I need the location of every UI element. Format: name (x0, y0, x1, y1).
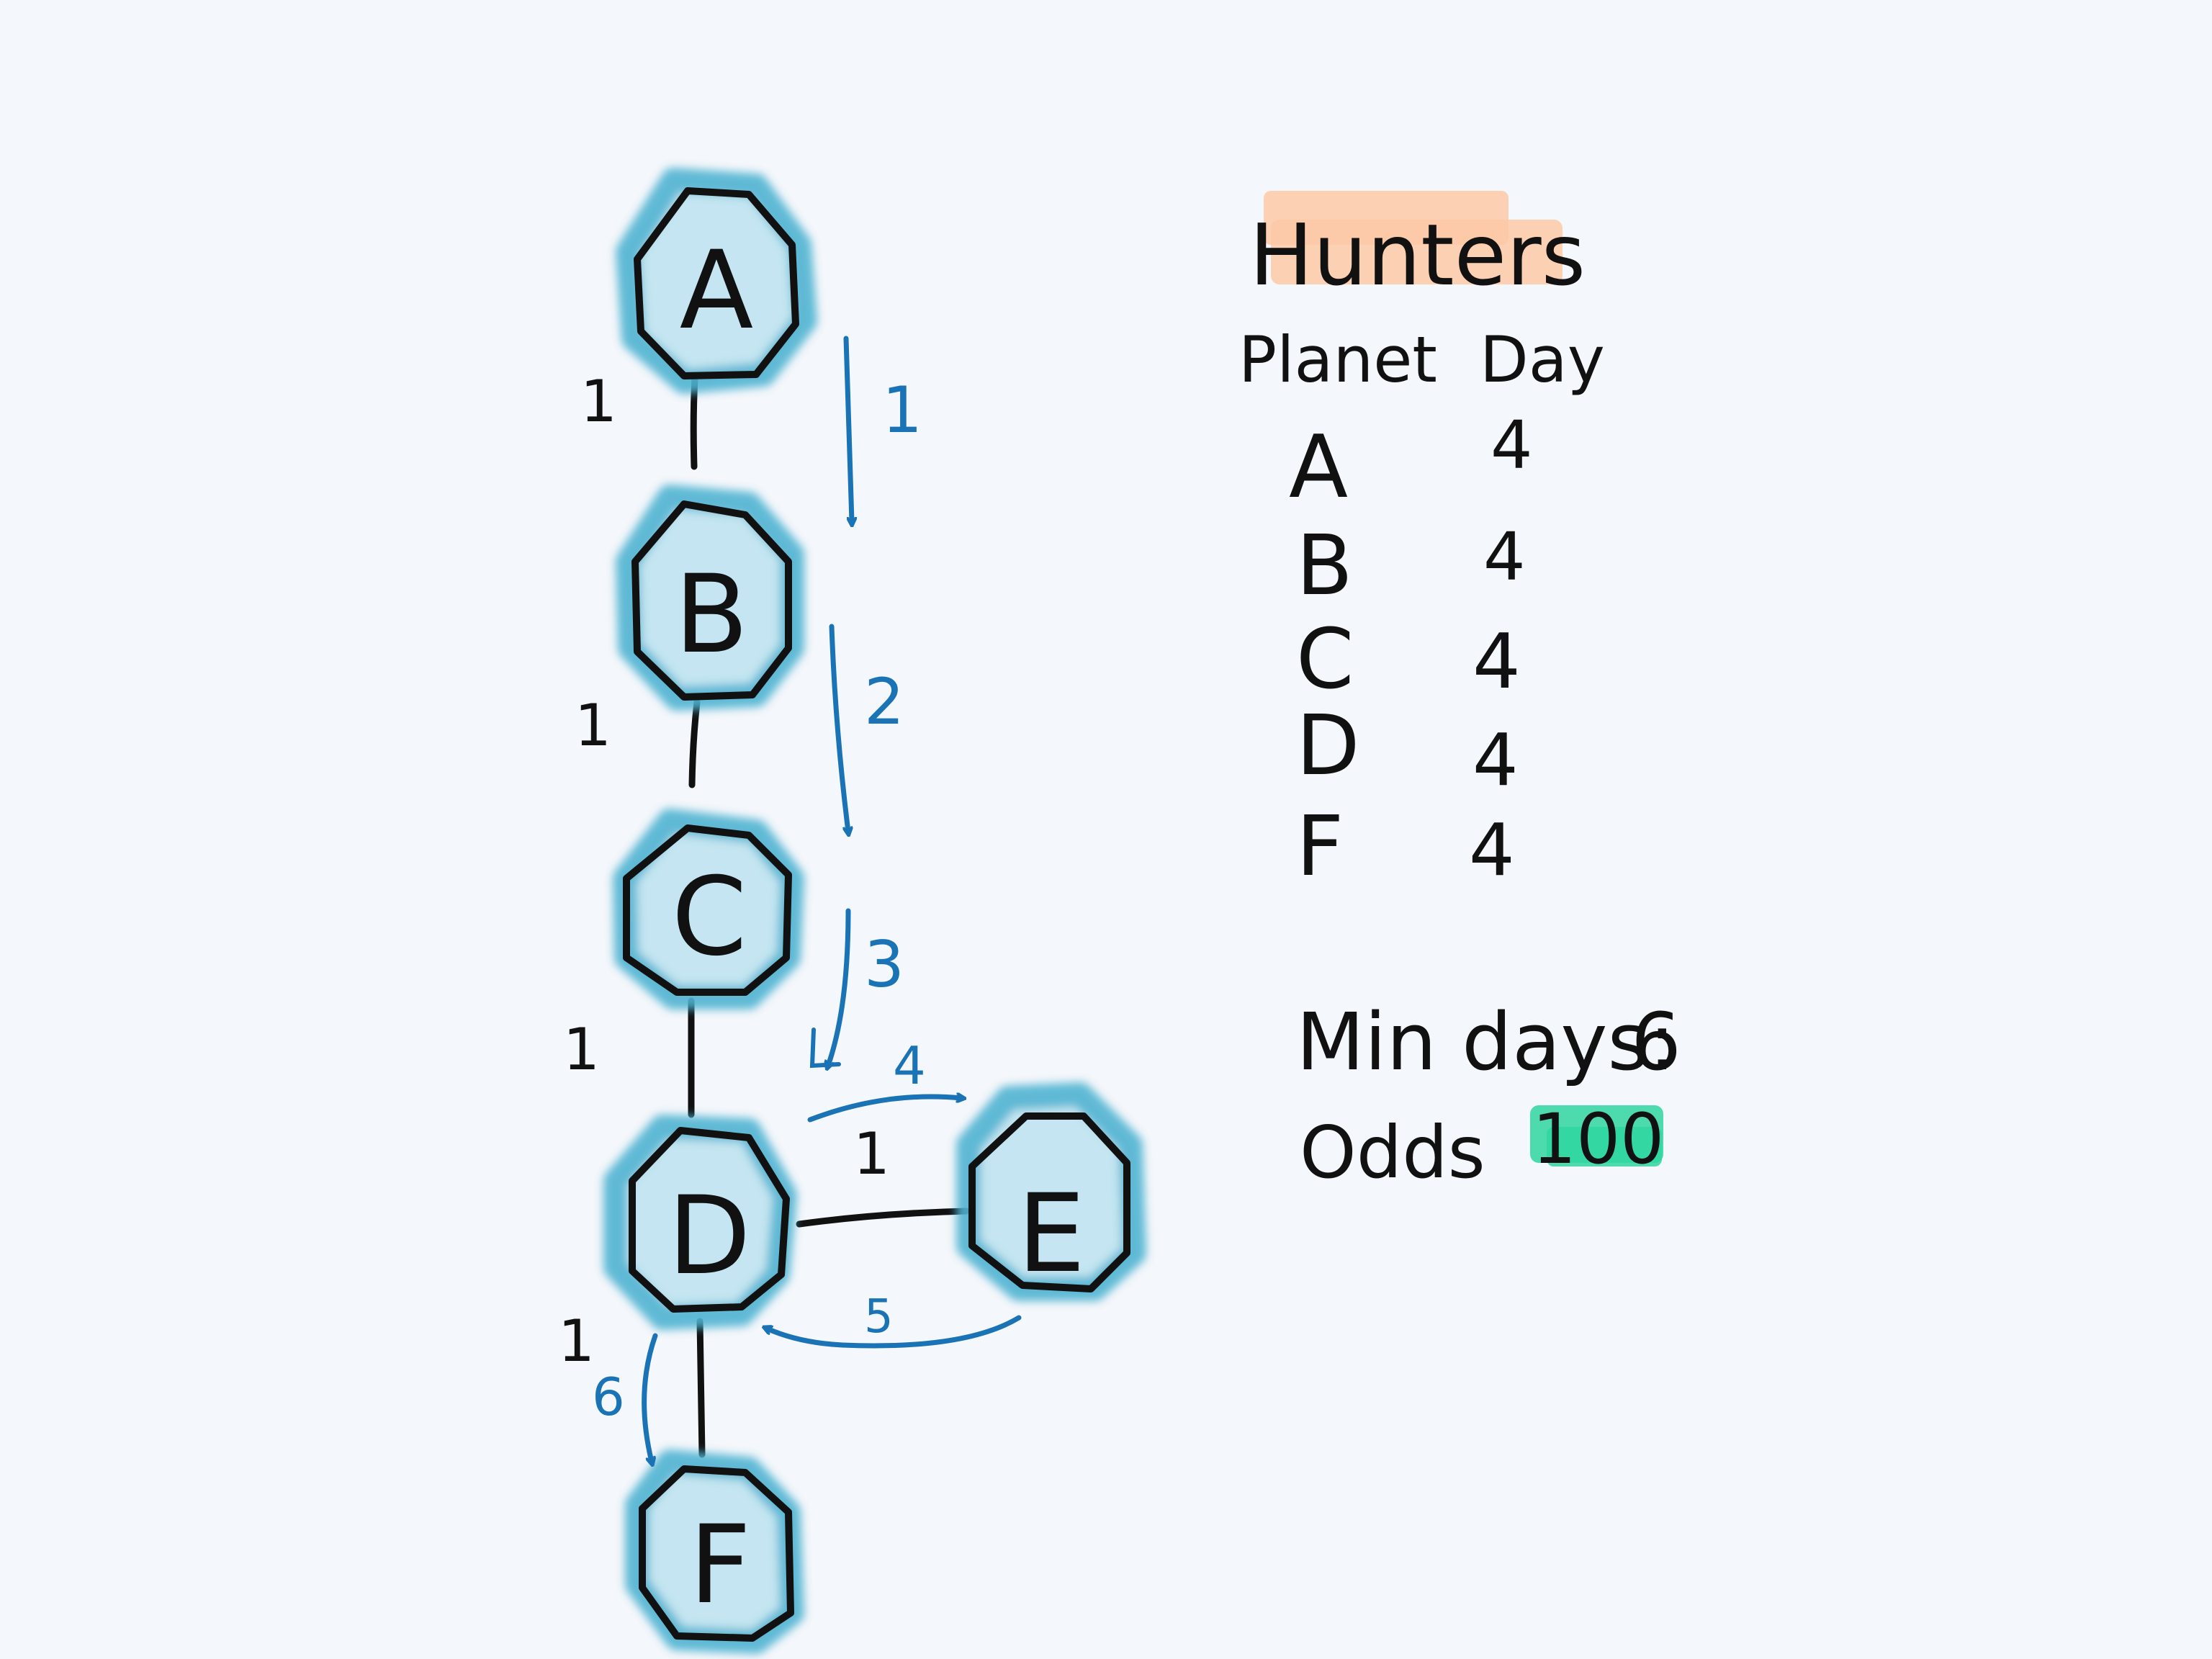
node-f-label: F (689, 1503, 751, 1628)
edge-weights: 1 1 1 1 1 (558, 368, 890, 1375)
odds-label: Odds (1300, 1110, 1485, 1195)
node-a: A (616, 168, 817, 394)
graph-edges (688, 374, 970, 1458)
node-e-label: E (1017, 1172, 1086, 1297)
node-b: B (616, 485, 804, 711)
odds-highlight-2 (1547, 1127, 1662, 1166)
hunters-row-planet: F (1296, 799, 1344, 895)
hunters-row-day: 4 (1469, 808, 1515, 892)
path-arrow-6 (642, 1333, 658, 1462)
node-a-glow (616, 168, 817, 394)
path-step-1-label: 1 (882, 373, 922, 447)
node-f-outline (639, 1465, 794, 1642)
path-arrows (642, 336, 1022, 1462)
node-c: C (613, 809, 804, 1010)
graph-nodes: A B C D E F (603, 168, 1146, 1654)
hunters-title-highlight-2 (1271, 220, 1563, 284)
edge-weight-b-c: 1 (575, 692, 611, 759)
path-arrow-3 (828, 908, 851, 1066)
hunters-row-day: 4 (1473, 618, 1521, 706)
min-days-value: 6 (1631, 996, 1681, 1088)
hunters-row-day: 4 (1491, 407, 1533, 484)
path-step-4-label: 4 (893, 1035, 926, 1096)
edge-d-e (796, 1208, 970, 1228)
node-c-outline (623, 824, 792, 996)
wait-mark (809, 1028, 841, 1069)
node-b-label: B (675, 552, 749, 678)
path-arrow-2 (829, 624, 848, 832)
hunters-title: Hunters (1249, 205, 1586, 305)
odds-value: 100 (1532, 1099, 1664, 1179)
node-c-label: C (672, 855, 747, 980)
hunters-row-planet: C (1296, 611, 1354, 708)
path-arrow-5 (767, 1315, 1022, 1349)
min-days-label: Min days: (1296, 996, 1676, 1088)
edge-weight-a-b: 1 (580, 368, 617, 435)
node-f: F (625, 1449, 804, 1654)
node-a-outline (634, 187, 799, 379)
edge-d-f (696, 1318, 706, 1458)
path-step-6-label: 6 (592, 1367, 625, 1427)
edge-b-c (688, 698, 701, 788)
edge-weight-c-d: 1 (563, 1016, 600, 1083)
summary-panel: Min days: 6 Odds 100 (1296, 996, 1681, 1195)
path-arrow-1 (843, 336, 852, 522)
node-b-outline (631, 500, 792, 701)
hunters-panel: Hunters Planet Day A 4 B 4 C 4 D 4 F 4 (1238, 191, 1605, 895)
node-d-label: D (667, 1174, 751, 1299)
hunters-column-planet: Planet (1238, 323, 1437, 397)
node-e-outline (968, 1112, 1130, 1292)
hunters-row-day: 4 (1473, 718, 1519, 802)
hunters-row-day: 4 (1483, 518, 1526, 595)
path-step-labels: 1 2 3 4 5 6 (592, 373, 926, 1427)
hunters-row-planet: A (1289, 418, 1348, 518)
hunters-column-day: Day (1480, 323, 1605, 397)
path-step-5-label: 5 (864, 1290, 894, 1344)
node-a-label: A (680, 228, 754, 354)
node-d: D (603, 1115, 797, 1330)
path-arrow-4 (807, 1097, 961, 1123)
node-d-outline (629, 1127, 790, 1313)
node-e: E (956, 1082, 1146, 1301)
hunters-row-planet: B (1296, 518, 1353, 614)
edge-weight-d-e: 1 (853, 1120, 890, 1187)
edge-weight-d-f: 1 (558, 1308, 595, 1375)
path-step-3-label: 3 (864, 927, 904, 1002)
hunters-row-planet: D (1296, 698, 1360, 794)
path-step-2-label: 2 (864, 665, 904, 739)
